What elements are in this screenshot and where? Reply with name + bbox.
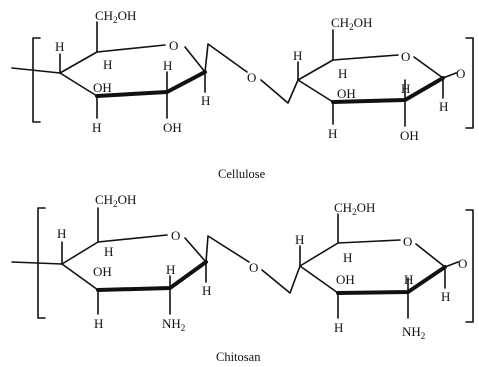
h-label-2a: H: [293, 48, 302, 63]
ring-oxygen-label-2: O: [401, 49, 410, 64]
nh2-label-1: NH2: [162, 316, 185, 333]
h-label-1e: H: [201, 93, 210, 108]
oh-label-2b: OH: [400, 128, 419, 143]
chitosan-caption: Chitosan: [216, 350, 261, 364]
h-label-2d: H: [328, 126, 337, 141]
glucose-ring-1: [59, 21, 207, 119]
chain-end-bond: [11, 261, 63, 265]
h-label-1b: H: [104, 244, 113, 259]
ch2oh-label-2: CH2OH: [334, 200, 375, 217]
cellulose-caption: Cellulose: [218, 167, 266, 181]
h-label-2e: H: [439, 99, 448, 114]
end-oxygen-label-2: O: [458, 256, 467, 271]
glucosamine-ring-2: [299, 213, 459, 319]
h-label-1c: H: [166, 262, 175, 277]
ch2oh-label-1: CH2OH: [95, 8, 136, 25]
chitosan-structure: CH2OH O H H OH H H NH2 H O CH2OH O H H O…: [11, 192, 474, 364]
glycosidic-link: [204, 43, 299, 104]
h-label-1a: H: [55, 39, 64, 54]
left-bracket: [32, 37, 41, 123]
h-label-1c: H: [163, 58, 172, 73]
h-label-1a: H: [57, 226, 66, 241]
h-label-1b: H: [103, 57, 112, 72]
oh-label-1: OH: [93, 264, 112, 279]
h-label-1d: H: [94, 316, 103, 331]
ch2oh-label-2: CH2OH: [331, 15, 372, 32]
h-label-2c: H: [404, 272, 413, 287]
glycosidic-oxygen-label: O: [249, 260, 258, 275]
glucose-ring-2: [297, 29, 457, 127]
ring-oxygen-label-1: O: [169, 38, 178, 53]
h-label-1d: H: [92, 120, 101, 135]
oh-label-2a: OH: [337, 86, 356, 101]
h-label-1e: H: [202, 283, 211, 298]
oh-label-1a: OH: [93, 80, 112, 95]
glycosidic-oxygen-label: O: [247, 70, 256, 85]
right-bracket: [465, 37, 474, 129]
h-label-2e: H: [441, 289, 450, 304]
ring-oxygen-label-1: O: [171, 228, 180, 243]
right-bracket: [465, 209, 474, 323]
cellulose-structure: CH2OH O H H OH H H OH H O CH2OH O H H OH…: [11, 8, 474, 181]
ch2oh-label-1: CH2OH: [95, 192, 136, 209]
h-label-2b: H: [343, 250, 352, 265]
end-oxygen-label-1: O: [456, 66, 465, 81]
oh-label-1b: OH: [163, 120, 182, 135]
glycosidic-link: [205, 235, 301, 294]
glucosamine-ring-1: [61, 207, 208, 315]
h-label-2a: H: [295, 232, 304, 247]
oh-label-2: OH: [336, 272, 355, 287]
chain-end-bond: [11, 67, 61, 74]
ring-oxygen-label-2: O: [403, 234, 412, 249]
h-label-2c: H: [401, 81, 410, 96]
nh2-label-2: NH2: [402, 324, 425, 341]
h-label-2b: H: [338, 66, 347, 81]
h-label-2d: H: [334, 320, 343, 335]
